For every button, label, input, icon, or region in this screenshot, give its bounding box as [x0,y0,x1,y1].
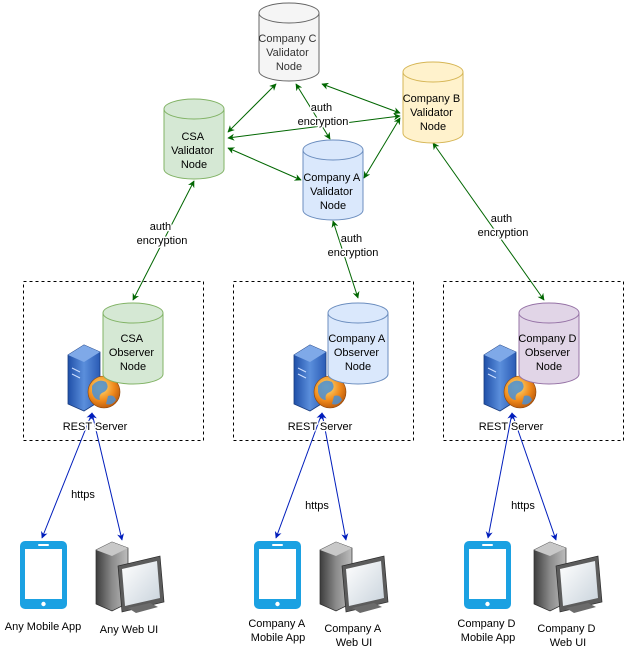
observer-group-company-d: Company D Observer Node REST Server [477,302,580,435]
svg-text:Company A Observer: Company A Observer Node [328,333,387,373]
observer-label-line-2: Observer [334,347,380,359]
edge-company-c-to-company-b [321,82,401,115]
svg-text:Company A Validator: Company A Validator Node [303,172,362,212]
svg-text:Company C Validator: Company C Validator Node [258,33,319,73]
edge-label-auth-encryption: auth encryption [298,102,349,128]
edge-label-https: https [305,500,329,512]
edge-company-b-validator-to-company-d-observer [432,142,545,301]
observer-label-line-3: Node [345,361,371,373]
edge-label-https: https [71,489,95,501]
validator-label-line-3: Node [320,200,346,212]
validator-mesh-edges [132,82,545,301]
validator-label-line-2: Validator [171,145,214,157]
validator-label-line-3: Node [181,159,207,171]
observer-node-csa: CSA Observer Node [102,302,164,385]
observer-label-line-1: Company A [328,333,386,345]
rest-server-label: REST Server [63,421,128,433]
validator-node-company-c: Company C Validator Node [258,2,320,82]
rest-server-icon [67,344,121,412]
svg-text:CSA Validator Node: CSA Validator Node [171,131,217,171]
edge-company-a-validator-to-observer [331,220,360,299]
edge-label-https: https [511,500,535,512]
validator-label-line-1: Company C [258,33,316,45]
mobile-app-icon [254,541,301,609]
observer-node-company-a: Company A Observer Node [327,302,389,385]
edge-label-auth-encryption: auth encryption [137,221,188,247]
client-label-mobile-company-a: Company A Mobile App [248,618,307,644]
validator-label-line-2: Validator [410,107,453,119]
edge-company-a-server-to-mobile [274,412,324,539]
observer-group-csa: CSA Observer Node REST Server [61,302,164,435]
validator-node-company-a: Company A Validator Node [302,139,364,221]
rest-server-icon [483,344,537,412]
rest-server-label: REST Server [288,421,353,433]
svg-text:Company B Validator: Company B Validator Node [403,93,464,133]
validator-label-line-2: Validator [266,47,309,59]
validator-label-line-3: Node [420,121,446,133]
validator-label-line-1: Company B [403,93,460,105]
web-ui-computer-icon [319,541,389,613]
observer-node-company-d: Company D Observer Node [518,302,580,385]
validator-label-line-2: Validator [310,186,353,198]
observer-label-line-2: Observer [525,347,571,359]
validator-label-line-1: CSA [181,131,204,143]
edge-label-auth-encryption: auth encryption [328,233,379,259]
observer-label-line-1: CSA [120,333,143,345]
edge-company-c-to-csa [227,83,277,133]
validator-label-line-3: Node [276,61,302,73]
validator-label-line-1: Company A [303,172,361,184]
client-label-mobile-csa: Any Mobile App [5,621,81,633]
client-label-web-company-d: Company D Web UI [537,623,598,649]
rest-server-icon [293,344,347,412]
edge-csa-server-to-mobile [41,412,93,539]
web-ui-computer-icon [533,541,603,613]
validator-node-company-b: Company B Validator Node [402,61,464,144]
client-label-mobile-company-d: Company D Mobile App [457,618,518,644]
svg-text:CSA Observer N: CSA Observer Node [109,333,157,373]
observer-label-line-1: Company D [518,333,576,345]
observer-label-line-3: Node [536,361,562,373]
edge-company-d-server-to-mobile [485,412,515,539]
client-label-web-csa: Any Web UI [100,624,159,636]
rest-server-label: REST Server [479,421,544,433]
edge-csa-to-company-a [227,147,302,181]
observer-label-line-2: Observer [109,347,155,359]
observer-group-company-a: Company A Observer Node REST Server [286,302,389,435]
edge-csa-server-to-web [90,412,124,541]
edge-csa-validator-to-observer [132,180,195,301]
web-ui-computer-icon [95,541,165,613]
edge-company-d-server-to-web [510,412,558,541]
edge-company-b-to-company-a [363,117,401,179]
validator-node-csa: CSA Validator Node [163,98,225,180]
https-edges [41,412,558,541]
client-label-web-company-a: Company A Web UI [324,623,383,649]
mobile-app-icon [464,541,511,609]
observer-label-line-3: Node [120,361,146,373]
svg-text:Company D Observer: Company D Observer Node [518,333,579,373]
edge-label-auth-encryption: auth encryption [478,213,529,239]
edge-company-a-server-to-web [319,412,349,541]
mobile-app-icon [20,541,67,609]
